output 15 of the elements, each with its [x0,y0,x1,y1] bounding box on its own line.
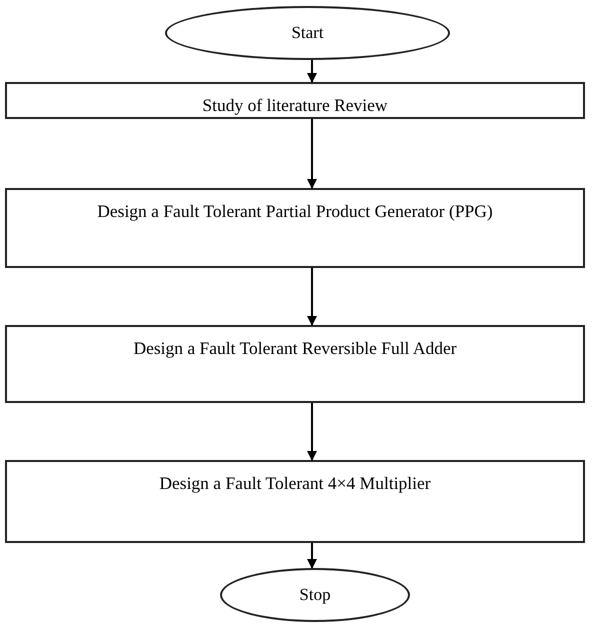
node-text: Start [291,22,324,44]
arrow [307,403,317,461]
node-text: Study of literature Review [202,94,388,117]
node-text: Design a Fault Tolerant Reversible Full Adder [133,337,457,360]
process-box [5,188,585,268]
node-text: Design a Fault Tolerant Partial Product Generator (PPG) [97,200,493,223]
process-box [5,325,585,403]
process-box [5,82,585,119]
arrow [307,268,317,326]
arrow [307,60,317,83]
process-box [5,460,585,543]
arrow [307,543,317,569]
node-text: Stop [299,584,331,606]
node-text: Design a Fault Tolerant 4×4 Multiplier [159,472,431,495]
arrow [307,119,317,189]
